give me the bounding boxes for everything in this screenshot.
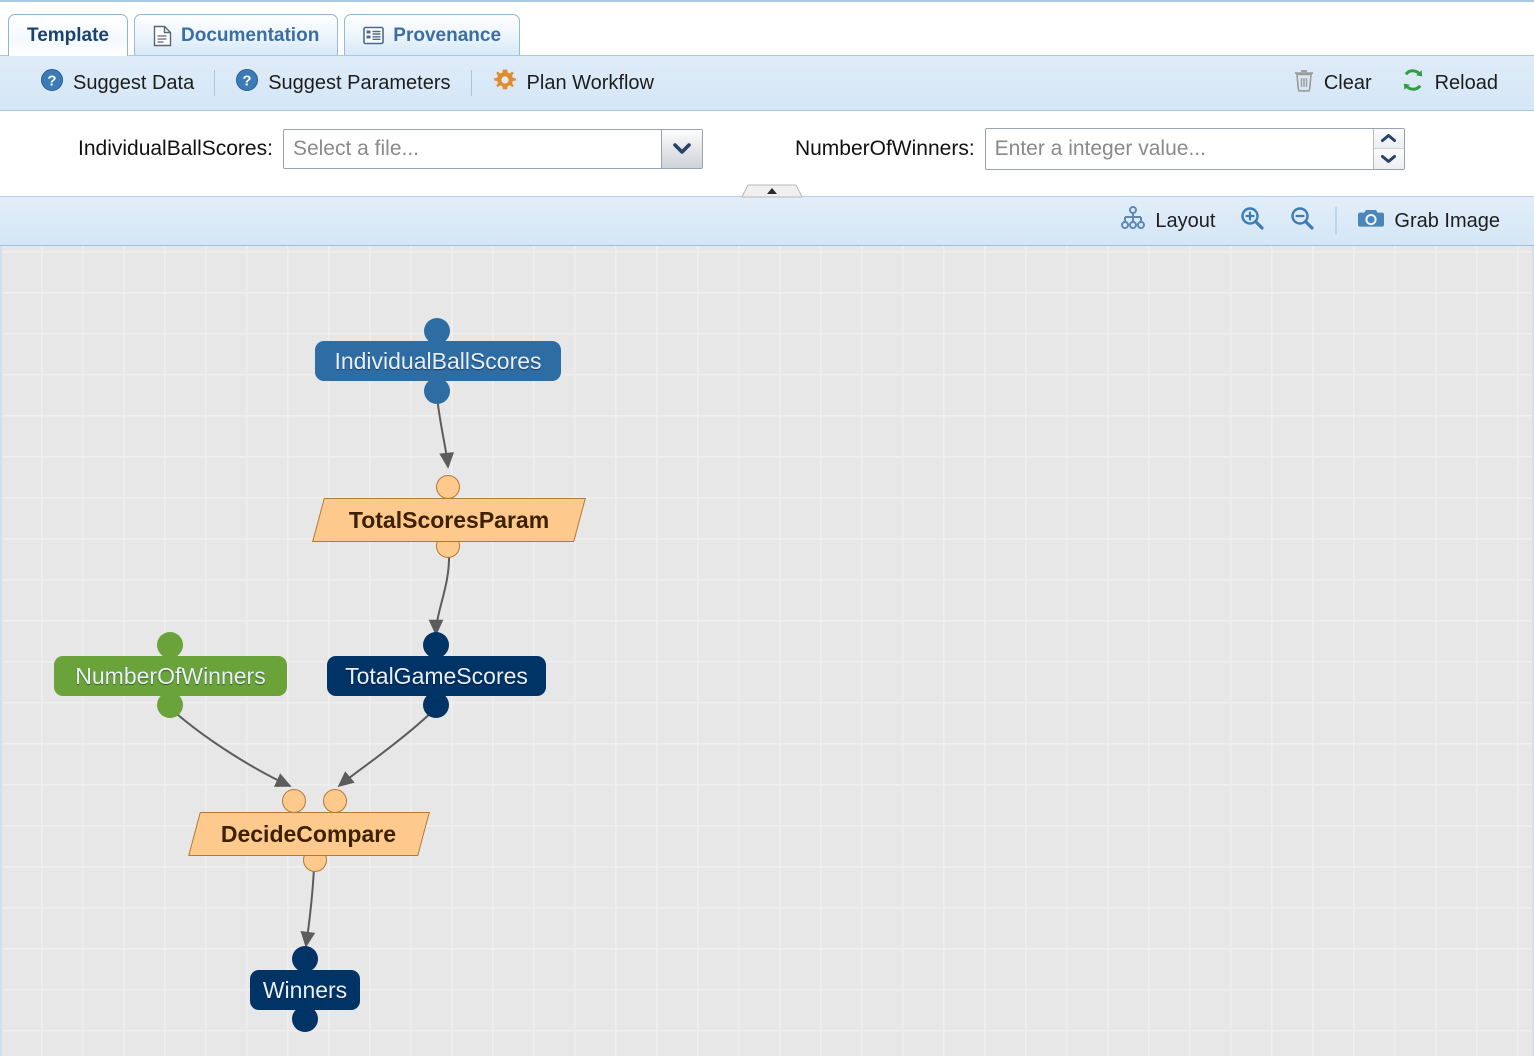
refresh-icon <box>1400 67 1426 99</box>
node-decidecompare[interactable]: DecideCompare <box>188 812 430 856</box>
panel-collapse-handle[interactable] <box>736 184 808 198</box>
toolbar-divider <box>470 70 472 96</box>
svg-text:?: ? <box>47 73 56 90</box>
grab-image-label: Grab Image <box>1394 209 1500 232</box>
plan-workflow-label: Plan Workflow <box>526 71 654 94</box>
reload-button[interactable]: Reload <box>1386 63 1512 103</box>
node-label: TotalGameScores <box>345 662 528 689</box>
node-port-out[interactable] <box>423 692 449 718</box>
question-mark-icon: ? <box>235 68 259 98</box>
suggest-parameters-button[interactable]: ? Suggest Parameters <box>221 64 464 102</box>
spinner-buttons <box>1372 128 1404 169</box>
file-select-input[interactable]: Select a file... <box>292 136 419 160</box>
node-individualballscores[interactable]: IndividualBallScores <box>315 341 561 381</box>
suggest-data-label: Suggest Data <box>73 71 195 94</box>
number-of-winners-spinner[interactable]: Enter a integer value... <box>984 127 1405 170</box>
svg-text:?: ? <box>243 73 252 90</box>
node-label: Winners <box>262 976 348 1003</box>
node-label: NumberOfWinners <box>75 662 266 689</box>
layout-button[interactable]: Layout <box>1108 203 1227 239</box>
tab-provenance[interactable]: Provenance <box>344 14 521 56</box>
grab-image-button[interactable]: Grab Image <box>1345 203 1512 239</box>
node-port-in-1[interactable] <box>282 789 306 813</box>
workflow-canvas[interactable]: IndividualBallScores TotalScoresParam Nu… <box>0 246 1534 1056</box>
workflow-edges <box>169 395 455 948</box>
node-numberofwinners[interactable]: NumberOfWinners <box>54 656 287 696</box>
toolbar-right-group: Clear Reload <box>1279 63 1534 103</box>
clear-button[interactable]: Clear <box>1279 64 1386 102</box>
zoom-out-button[interactable] <box>1277 202 1327 240</box>
node-totalscoresparam[interactable]: TotalScoresParam <box>312 498 586 542</box>
question-mark-icon: ? <box>40 68 64 98</box>
edge-totalscoresparam-to-totalgamescores <box>428 553 451 636</box>
clear-label: Clear <box>1323 71 1372 94</box>
toolbar-divider <box>214 70 216 96</box>
suggest-parameters-label: Suggest Parameters <box>268 71 451 94</box>
edge-decidecompare-to-winners <box>300 867 316 948</box>
node-label: IndividualBallScores <box>334 347 542 374</box>
parameter-bar: IndividualBallScores: Select a file... N… <box>0 111 1534 186</box>
tab-provenance-label: Provenance <box>393 24 502 46</box>
chevron-down-icon[interactable] <box>660 129 702 168</box>
tab-template-label: Template <box>27 24 110 46</box>
node-label: DecideCompare <box>221 820 397 847</box>
plan-workflow-button[interactable]: Plan Workflow <box>478 63 668 103</box>
edge-individualballscores-to-totalscoresparam <box>436 395 455 469</box>
graph-toolbar-divider <box>1335 207 1338 235</box>
tab-list: Template Documentation Pr <box>8 14 521 56</box>
parameter-numberofwinners: NumberOfWinners: Enter a integer value..… <box>703 127 1405 170</box>
chevron-down-icon[interactable] <box>1373 148 1404 169</box>
file-select-combobox[interactable]: Select a file... <box>282 128 703 169</box>
node-port-out[interactable] <box>292 1006 318 1032</box>
node-totalgamescores[interactable]: TotalGameScores <box>327 656 546 696</box>
zoom-out-icon <box>1289 205 1315 237</box>
edge-numberofwinners-to-decidecompare <box>169 707 292 787</box>
zoom-in-icon <box>1239 205 1265 237</box>
toolbar-left-group: ? Suggest Data ? Suggest Parameters <box>0 63 668 103</box>
node-port-in[interactable] <box>424 378 450 404</box>
node-port-out[interactable] <box>424 318 450 344</box>
list-icon <box>363 26 385 45</box>
tab-template[interactable]: Template <box>8 14 129 56</box>
gear-icon <box>492 67 518 99</box>
tab-documentation[interactable]: Documentation <box>134 14 339 56</box>
number-of-winners-input[interactable]: Enter a integer value... <box>994 136 1206 160</box>
chevron-up-icon[interactable] <box>1373 128 1404 148</box>
node-port-in[interactable] <box>157 692 183 718</box>
trash-icon <box>1293 68 1315 98</box>
zoom-in-button[interactable] <box>1227 202 1277 240</box>
reload-label: Reload <box>1434 71 1498 94</box>
suggest-data-button[interactable]: ? Suggest Data <box>26 64 208 102</box>
node-label: TotalScoresParam <box>348 506 550 533</box>
parameter-label-individualballscores: IndividualBallScores: <box>78 136 273 160</box>
tab-strip: Template Documentation Pr <box>0 0 1534 56</box>
node-port-in[interactable] <box>436 475 460 499</box>
parameter-individualballscores: IndividualBallScores: Select a file... <box>0 128 703 169</box>
node-port-in-2[interactable] <box>323 789 347 813</box>
node-port-in[interactable] <box>423 632 449 658</box>
camera-icon <box>1357 206 1385 236</box>
hierarchy-icon <box>1120 206 1146 236</box>
tab-documentation-label: Documentation <box>181 24 320 46</box>
graph-toolbar: Layout Grab Image <box>0 196 1534 246</box>
node-winners[interactable]: Winners <box>250 970 360 1010</box>
layout-label: Layout <box>1155 209 1216 232</box>
parameter-label-numberofwinners: NumberOfWinners: <box>794 136 975 160</box>
action-toolbar: ? Suggest Data ? Suggest Parameters <box>0 55 1534 111</box>
edge-totalgamescores-to-decidecompare <box>337 707 437 788</box>
node-port-out[interactable] <box>157 632 183 658</box>
node-port-in[interactable] <box>292 946 318 972</box>
document-icon <box>153 25 172 47</box>
